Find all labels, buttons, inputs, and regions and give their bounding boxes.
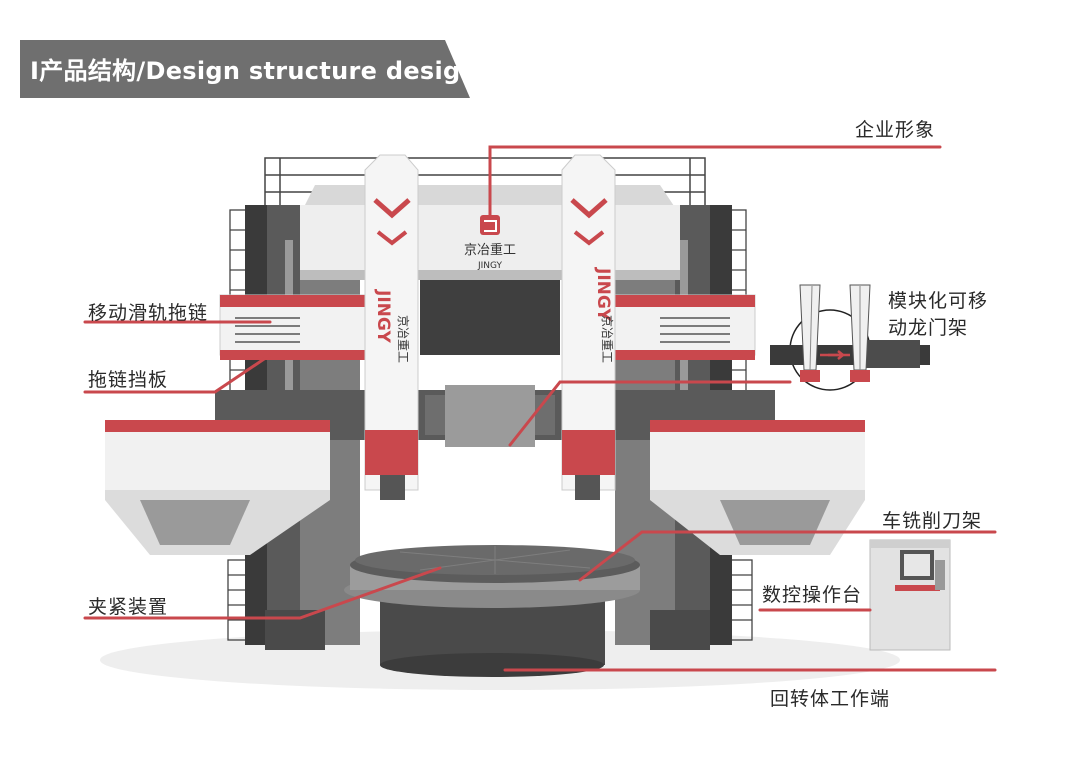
leader-modular-gantry bbox=[508, 380, 792, 447]
modular-gantry-inset bbox=[770, 284, 930, 391]
leader-drag-chain-baffle bbox=[83, 353, 272, 394]
left-ram: JINGY 京冶重工 bbox=[364, 154, 419, 500]
label-modular-gantry-line2: 动龙门架 bbox=[888, 317, 969, 339]
label-moving-rail-drag-chain: 移动滑轨拖链 bbox=[88, 302, 209, 324]
leader-clamping bbox=[83, 566, 442, 620]
right-ram-brand: JINGY bbox=[593, 267, 613, 321]
label-drag-chain-baffle: 拖链挡板 bbox=[88, 369, 169, 391]
left-ram-brand: JINGY bbox=[373, 289, 393, 343]
left-drag-chain-housing bbox=[219, 294, 371, 360]
left-side-platform bbox=[105, 420, 330, 555]
leader-lines bbox=[83, 145, 997, 672]
label-rotary-worktable: 回转体工作端 bbox=[770, 688, 891, 710]
logo-text-en: JINGY bbox=[477, 261, 503, 271]
logo-icon bbox=[480, 215, 500, 235]
leader-tool-holder bbox=[578, 530, 997, 582]
right-drag-chain-housing bbox=[614, 294, 756, 360]
right-side-platform bbox=[650, 420, 865, 555]
label-corporate-image: 企业形象 bbox=[855, 119, 936, 141]
label-turning-milling-tool-holder: 车铣削刀架 bbox=[882, 510, 983, 532]
label-cnc-console: 数控操作台 bbox=[762, 584, 863, 606]
cnc-console-cabinet bbox=[869, 539, 951, 651]
leader-corporate-image bbox=[488, 145, 942, 217]
label-clamping-device: 夹紧装置 bbox=[88, 596, 169, 618]
page-title: I产品结构/Design structure design bbox=[30, 57, 478, 85]
logo-text-cn: 京冶重工 bbox=[464, 242, 516, 258]
right-ram-text-cn: 京冶重工 bbox=[600, 315, 614, 363]
rotary-table bbox=[344, 545, 640, 677]
label-modular-gantry-line1: 模块化可移 bbox=[888, 290, 989, 312]
header-banner bbox=[20, 40, 470, 98]
left-ram-text-cn: 京冶重工 bbox=[396, 315, 410, 363]
right-ram: JINGY 京冶重工 bbox=[561, 154, 616, 500]
